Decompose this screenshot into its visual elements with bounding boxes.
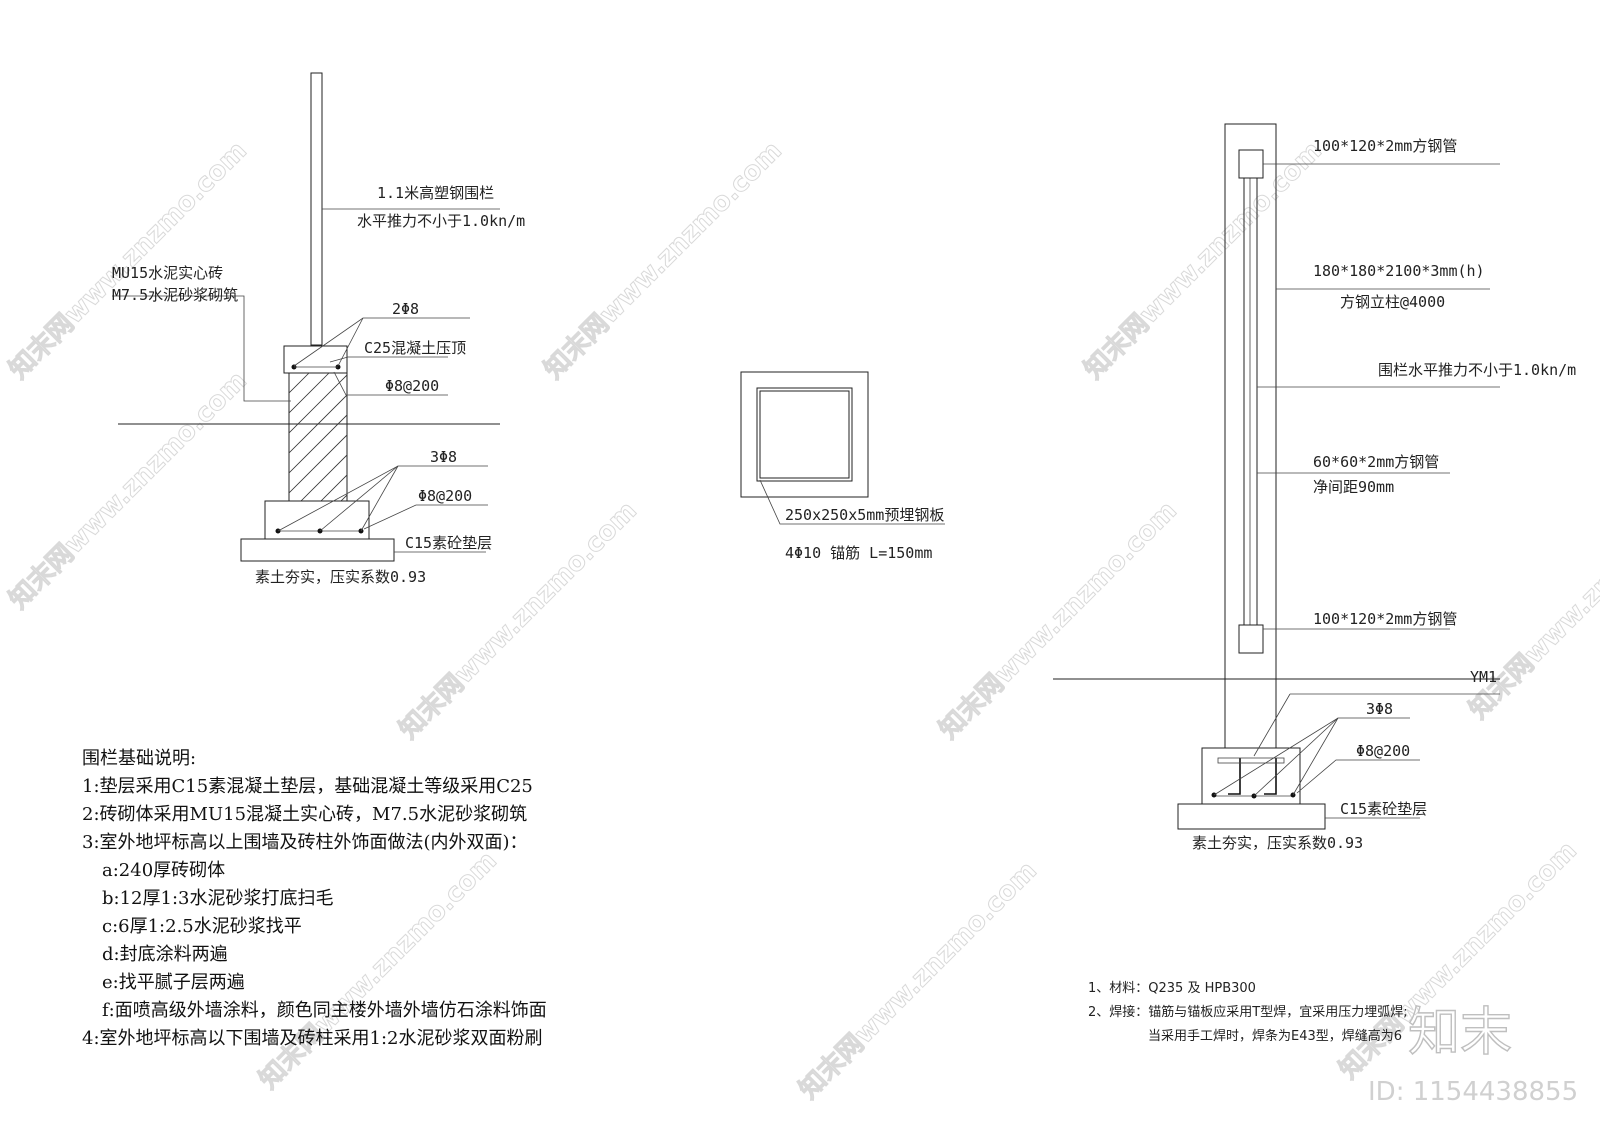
notes-line: c:6厚1:2.5水泥砂浆找平	[102, 916, 302, 937]
label-push-force: 围栏水平推力不小于1.0kn/m	[1378, 361, 1576, 379]
foundation-notes: 围栏基础说明: 1:垫层采用C15素混凝土垫层，基础混凝土等级采用C25 2:砖…	[82, 748, 547, 1049]
material-line: 当采用手工焊时，焊条为E43型，焊缝高为6	[1148, 1028, 1402, 1044]
label-soil: 素土夯实，压实系数0.93	[1192, 834, 1363, 852]
label-fence-height: 1.1米高塑钢围栏	[377, 184, 494, 202]
label-plate: 250x250x5mm预埋钢板	[785, 506, 944, 524]
label-concrete-cap: C25混凝土压顶	[364, 339, 466, 357]
label-post-spacing: 方钢立柱@4000	[1340, 293, 1445, 311]
label-cushion: C15素砼垫层	[1340, 800, 1427, 818]
watermark-text: 知末网www.znzmo.com	[254, 846, 503, 1095]
label-fence-push: 水平推力不小于1.0kn/m	[357, 212, 525, 230]
brand-logo: 知末	[1408, 1003, 1512, 1063]
brand-watermark: 知末 ID: 1154438855	[1368, 1002, 1578, 1107]
notes-line: a:240厚砖砌体	[102, 860, 225, 881]
watermark-text: 知末网www.znzmo.com	[539, 136, 788, 385]
label-top-tube: 100*120*2mm方钢管	[1313, 137, 1457, 155]
label-base-bar: 3Φ8	[430, 448, 457, 466]
notes-line: f:面喷高级外墙涂料，颜色同主楼外墙外墙仿石涂料饰面	[102, 1000, 547, 1021]
notes-line: e:找平腻子层两遍	[102, 972, 245, 993]
label-bottom-tube: 100*120*2mm方钢管	[1313, 610, 1457, 628]
label-brick-type: MU15水泥实心砖	[112, 264, 223, 282]
notes-line: b:12厚1:3水泥砂浆打底扫毛	[102, 888, 333, 909]
label-rail-size: 60*60*2mm方钢管	[1313, 453, 1439, 471]
label-base-bar: 3Φ8	[1366, 700, 1393, 718]
material-line: 1、材料：Q235 及 HPB300	[1088, 981, 1256, 996]
label-cushion: C15素砼垫层	[405, 534, 492, 552]
label-base-stirrup: Φ8@200	[1356, 742, 1410, 760]
notes-line: 4:室外地坪标高以下围墙及砖柱采用1:2水泥砂浆双面粉刷	[82, 1028, 542, 1049]
notes-line: d:封底涂料两遍	[102, 944, 228, 965]
right-steel-section: 100*120*2mm方钢管 180*180*2100*3mm(h) 方钢立柱@…	[1053, 123, 1576, 852]
watermark-text: 知末网www.znzmo.com	[4, 366, 253, 615]
label-brick-mortar: M7.5水泥砂浆砌筑	[112, 286, 238, 304]
label-base-stirrup: Φ8@200	[418, 487, 472, 505]
watermark-text: 知末网www.znzmo.com	[4, 136, 253, 385]
brand-id: ID: 1154438855	[1368, 1077, 1578, 1107]
label-ym1: YM1	[1470, 668, 1497, 686]
watermark-text: 知末网www.znzmo.com	[794, 856, 1043, 1105]
label-cap-stirrup: Φ8@200	[385, 377, 439, 395]
left-wall-section: 1.1米高塑钢围栏 水平推力不小于1.0kn/m MU15水泥实心砖 M7.5水…	[112, 72, 525, 586]
notes-line: 3:室外地坪标高以上围墙及砖柱外饰面做法(内外双面)：	[82, 832, 528, 853]
label-anchor: 4Φ10 锚筋 L=150mm	[785, 544, 932, 562]
embedded-plate-detail: 250x250x5mm预埋钢板 4Φ10 锚筋 L=150mm	[740, 371, 945, 562]
label-top-bar: 2Φ8	[392, 300, 419, 318]
notes-line: 1:垫层采用C15素混凝土垫层，基础混凝土等级采用C25	[82, 776, 533, 797]
material-line: 2、焊接：锚筋与锚板应采用T型焊，宜采用压力埋弧焊;	[1088, 1004, 1408, 1020]
label-post-size: 180*180*2100*3mm(h)	[1313, 262, 1485, 280]
watermark-text: 知末网www.znzmo.com	[934, 496, 1183, 745]
material-notes: 1、材料：Q235 及 HPB300 2、焊接：锚筋与锚板应采用T型焊，宜采用压…	[1088, 981, 1408, 1044]
label-soil: 素土夯实，压实系数0.93	[255, 568, 426, 586]
watermark-text: 知末网www.znzmo.com	[1079, 136, 1328, 385]
watermark-text: 知末网www.znzmo.com	[1464, 476, 1600, 725]
notes-title: 围栏基础说明:	[82, 748, 196, 769]
notes-line: 2:砖砌体采用MU15混凝土实心砖，M7.5水泥砂浆砌筑	[82, 804, 527, 825]
label-rail-gap: 净间距90mm	[1313, 478, 1394, 496]
